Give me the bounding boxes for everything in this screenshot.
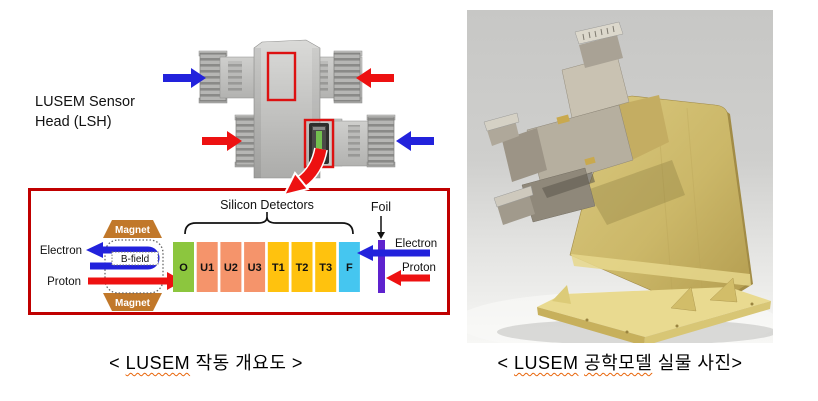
left-connector (487, 120, 519, 146)
magnet-bottom (103, 293, 162, 311)
foil-label: Foil (371, 200, 391, 214)
detector-T3 (315, 242, 337, 292)
detector-T2-label: T2 (296, 262, 309, 274)
ladder-detail (228, 61, 242, 94)
cast-shadow (587, 160, 685, 225)
electron-label-right: Electron (395, 238, 437, 250)
electron-arrow-bottom-right (396, 131, 434, 151)
left-connector-cap (483, 112, 520, 132)
sensor-head-label: LUSEM Sensor Head (LSH) (35, 94, 135, 130)
detector-U3-label: U3 (248, 262, 262, 274)
proton-label-left: Proton (47, 276, 81, 288)
top-connector-cap (574, 21, 624, 45)
gold-mount (617, 95, 669, 160)
detector-U2 (220, 242, 242, 292)
caption-text: 실물 사진> (652, 353, 743, 373)
caption-open-bracket: < (497, 353, 514, 373)
detector-diagram-box: Silicon Detectors Foil Magnet Magnet B-f… (28, 188, 450, 315)
caption-lusem: LUSEM (513, 353, 579, 373)
face-light-band (571, 254, 751, 286)
gold-accent (556, 114, 570, 125)
magnet-top-label: Magnet (115, 225, 151, 236)
gusset (709, 277, 738, 303)
detector-U3 (244, 242, 266, 292)
detector-U1-label: U1 (200, 262, 214, 274)
connector-fins (333, 52, 361, 102)
detector-T2 (291, 242, 313, 292)
caption-right: < LUSEM 공학모델 실물 사진> (467, 349, 773, 375)
screw (585, 318, 589, 322)
electron-arrowhead-right (357, 245, 373, 261)
central-body (253, 39, 321, 179)
gusset (552, 285, 571, 304)
engineering-model-photo (467, 10, 773, 343)
brace (184, 216, 354, 235)
screw (625, 330, 629, 334)
electron-uturn-arrowhead (86, 242, 103, 258)
bottom-connector-cap (493, 185, 534, 208)
proton-arrow-top-right (356, 68, 394, 88)
electron-arrow-top-left (163, 68, 206, 88)
detector-O-label: O (179, 262, 188, 274)
proton-label-right: Proton (402, 262, 436, 274)
ladder-detail (348, 125, 360, 158)
sensor-head-model (483, 21, 685, 225)
detector-stack: O U1 U2 U3 T1 T2 T3 F (173, 242, 360, 292)
body-shading (254, 48, 261, 178)
detector-T1-label: T1 (272, 262, 285, 274)
caption-open-bracket: < (109, 353, 126, 373)
base-edge-left (537, 307, 645, 343)
body-shading (312, 48, 320, 178)
base-edge-right (644, 301, 771, 343)
left-block (502, 128, 547, 182)
detector-F (338, 242, 360, 292)
detector-T3-label: T3 (319, 262, 332, 274)
brushed-texture (686, 107, 704, 301)
detector-U1 (196, 242, 218, 292)
magnet-bottom-label: Magnet (115, 298, 151, 309)
foil-bar (378, 240, 385, 293)
detector-U2-label: U2 (224, 262, 238, 274)
detector-diagram: Silicon Detectors Foil Magnet Magnet B-f… (40, 198, 437, 311)
connector-fin-lines (582, 25, 615, 41)
connector-fins (367, 116, 395, 166)
caption-lusem: LUSEM (125, 353, 191, 373)
magnet-top (103, 220, 162, 238)
b-field-label-box (111, 251, 159, 266)
crevice-shadow (542, 172, 595, 198)
screw (750, 302, 754, 306)
silicon-detectors-label: Silicon Detectors (220, 198, 314, 212)
screw (675, 324, 679, 328)
gusset (670, 286, 697, 312)
electron-label-left: Electron (40, 245, 82, 257)
detector-O (173, 242, 194, 292)
b-field-label: B-field (121, 254, 149, 265)
proton-arrowhead-right (386, 270, 401, 286)
detector-F-label: F (346, 262, 353, 274)
foil-pointer-head (377, 232, 385, 239)
caption-model: 공학모델 (584, 353, 653, 373)
callout-arrow (282, 147, 328, 197)
connector-tower (579, 35, 623, 68)
caption-left: < LUSEM 작동 개요도 > (0, 349, 412, 375)
proton-arrow-bottom-left (202, 131, 242, 151)
detector-T1 (267, 242, 289, 292)
sensor-head-photo (163, 39, 434, 197)
gold-accent (584, 156, 596, 166)
highlight-rect-top (266, 51, 297, 102)
caption-text: 작동 개요도 > (190, 353, 303, 373)
